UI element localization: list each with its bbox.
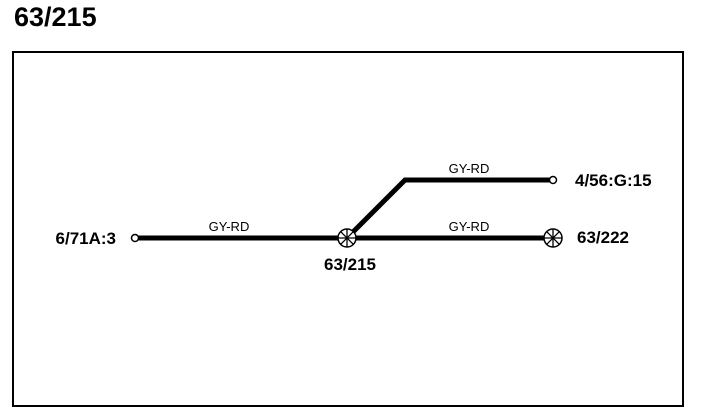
connector-label-lower-right: 63/222	[577, 228, 629, 247]
splice-asterisk-icon[interactable]	[337, 228, 357, 248]
diagram-frame	[12, 51, 684, 407]
splice-asterisk-icon[interactable]	[543, 228, 563, 248]
open-circle-terminal-icon[interactable]	[130, 233, 140, 243]
connector-label-upper-right: 4/56:G:15	[575, 171, 652, 190]
page-title: 63/215	[14, 2, 97, 32]
wire-label-upper-right: GY-RD	[449, 161, 490, 176]
connector-label-left: 6/71A:3	[56, 229, 116, 248]
wire-label-left: GY-RD	[209, 219, 250, 234]
wire-splice-to-upper-right[interactable]	[345, 177, 553, 240]
open-circle-terminal-icon[interactable]	[548, 175, 558, 185]
splice-label: 63/215	[324, 255, 376, 274]
wire-label-lower-right: GY-RD	[449, 219, 490, 234]
